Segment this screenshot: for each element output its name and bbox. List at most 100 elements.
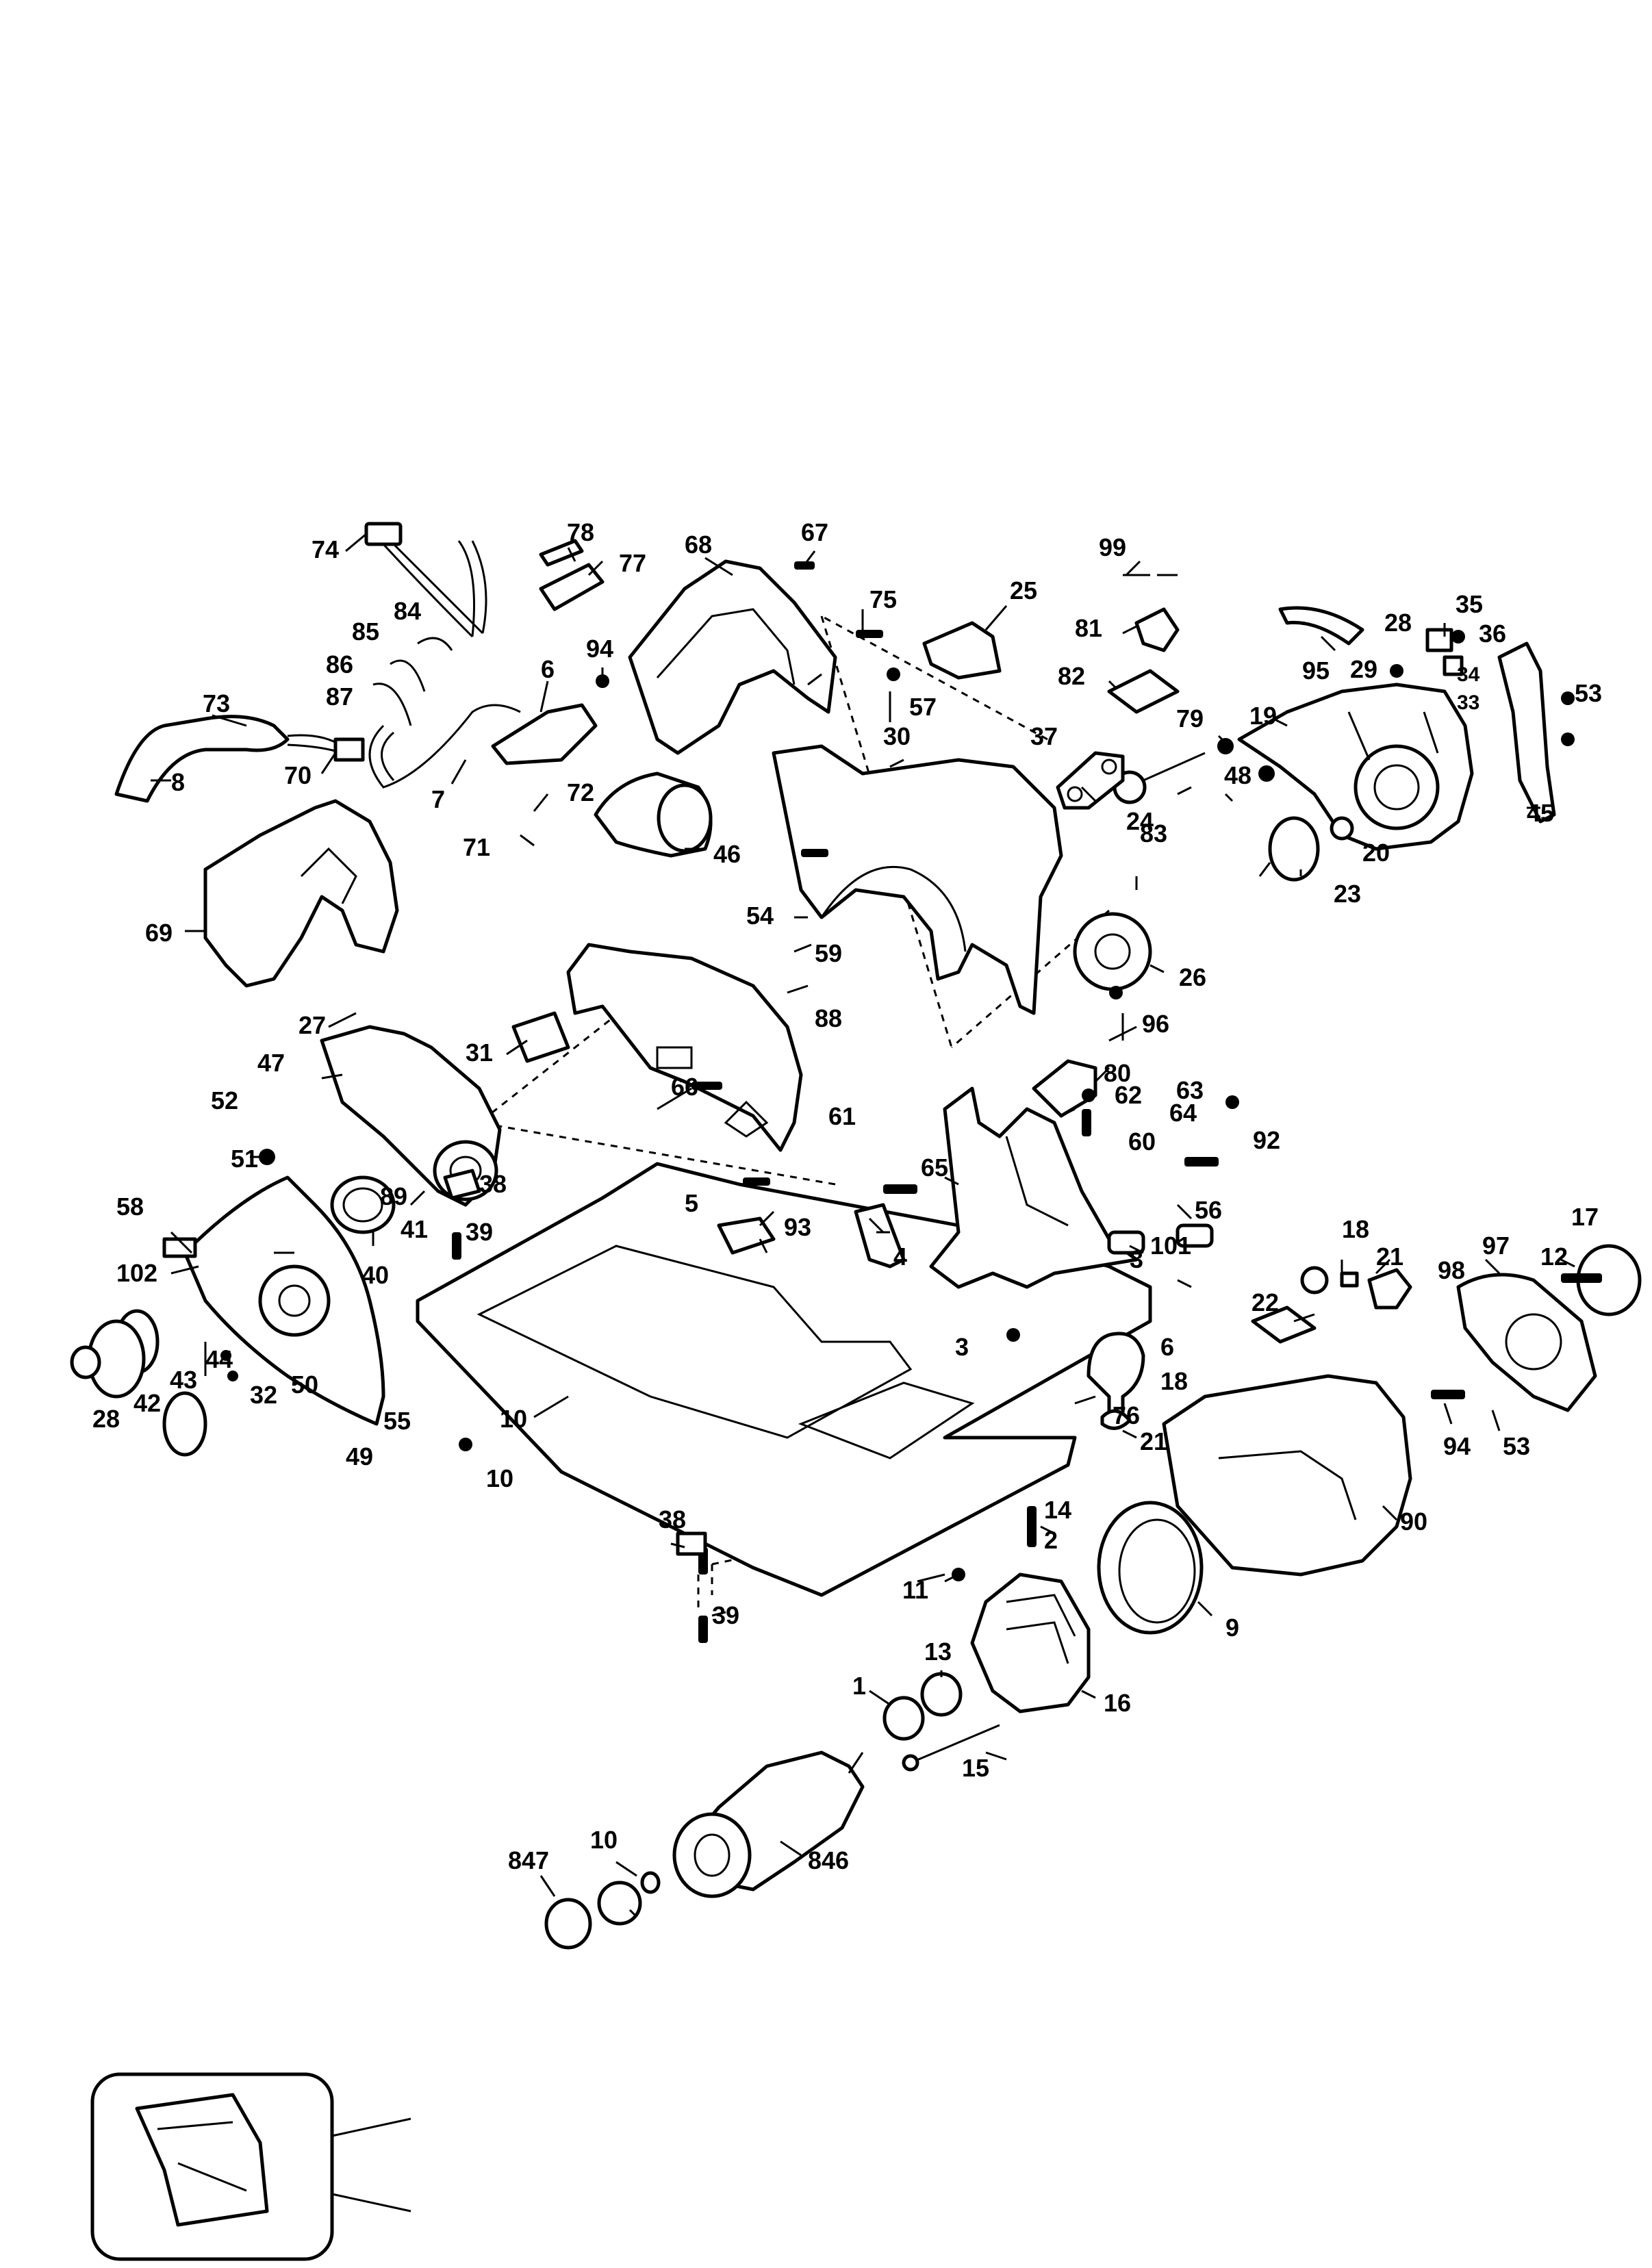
callout-67: 67 xyxy=(801,518,828,546)
callout-19: 19 xyxy=(1249,702,1277,730)
callout-97: 22 xyxy=(1251,1288,1279,1316)
handle-half-69 xyxy=(203,799,399,988)
callout-7: 7 xyxy=(431,785,445,813)
callout-71: 71 xyxy=(463,833,490,861)
callout-18: 97 xyxy=(1482,1232,1510,1260)
depth-bracket-93 xyxy=(854,1086,1139,1289)
callout-46: 46 xyxy=(713,840,741,868)
lower-guard-32 xyxy=(183,1175,385,1426)
callout-53-b: 96 xyxy=(1142,1010,1169,1038)
spring-38 xyxy=(330,1175,396,1234)
callout-88: 27 xyxy=(298,1011,326,1039)
callout-74: 74 xyxy=(312,535,339,563)
callout-62: 63 xyxy=(1176,1076,1204,1104)
callout-28-b: 32 xyxy=(250,1381,277,1409)
callout-69: 69 xyxy=(145,919,173,947)
callout-76: 11 xyxy=(902,1576,928,1604)
callout-16: 15 xyxy=(962,1754,989,1782)
callout-33: 33 xyxy=(1457,691,1479,714)
callout-85: 85 xyxy=(352,617,379,646)
callout-82: 82 xyxy=(1058,662,1085,690)
callout-43: 42 xyxy=(134,1389,161,1417)
upper-guard-30 xyxy=(772,744,1063,1015)
callout-60: 101 xyxy=(1150,1232,1191,1260)
callout-66: 61 xyxy=(828,1102,856,1130)
callout-95: 95 xyxy=(1302,657,1330,685)
callout-3-b: 2 xyxy=(1044,1526,1058,1554)
callout-78: 78 xyxy=(567,518,594,546)
end-cap-18 xyxy=(1456,1273,1597,1412)
callout-47: 52 xyxy=(211,1086,238,1114)
callout-83: 83 xyxy=(1140,819,1167,848)
callout-2: 16 xyxy=(1104,1689,1131,1717)
label-95 xyxy=(1278,606,1364,646)
callout-41: 58 xyxy=(116,1193,144,1221)
callout-9: 1 xyxy=(852,1672,866,1700)
callout-81: 81 xyxy=(1075,614,1102,642)
label-97 xyxy=(1251,1305,1317,1344)
callout-86: 86 xyxy=(326,650,353,678)
callout-10-a: 76 xyxy=(1113,1401,1140,1429)
callout-102-b: 39 xyxy=(712,1601,739,1629)
callout-21: 12 xyxy=(1540,1243,1568,1271)
callout-70: 70 xyxy=(284,761,312,789)
flange-23 xyxy=(1258,816,1354,882)
armature-1 xyxy=(672,1750,865,1898)
callout-102-a: 39 xyxy=(466,1218,493,1246)
label-96 xyxy=(511,1011,570,1063)
callout-92: 4 xyxy=(893,1243,907,1271)
callout-34: 34 xyxy=(1457,663,1480,686)
brush-box-3 xyxy=(1300,1266,1412,1310)
callout-4-b: 21 xyxy=(1140,1427,1167,1455)
clamp-37 xyxy=(1056,751,1125,810)
callout-59: 59 xyxy=(815,939,842,967)
dust-port-46 xyxy=(594,772,713,858)
screw-16 xyxy=(902,1724,1000,1772)
callout-13: 10 xyxy=(590,1826,618,1854)
callout-53-c: 10 xyxy=(486,1464,513,1492)
accessory-bag-box xyxy=(90,2072,411,2261)
callout-80: 62 xyxy=(1115,1081,1142,1109)
motor-housing-19 xyxy=(1237,683,1474,851)
callout-79: 79 xyxy=(1176,704,1204,732)
switch-assembly xyxy=(333,703,598,765)
callout-11: 13 xyxy=(924,1638,952,1666)
callout-75: 75 xyxy=(869,585,897,613)
callout-96: 31 xyxy=(466,1039,493,1067)
bearing-9 xyxy=(882,1672,963,1741)
callout-5-b: 18 xyxy=(1160,1367,1188,1395)
callout-37: 37 xyxy=(1030,722,1058,750)
callout-1: 846 xyxy=(808,1846,849,1874)
callout-65: 80 xyxy=(1104,1059,1131,1087)
callout-6-b: 6 xyxy=(1160,1333,1174,1361)
callout-68: 68 xyxy=(685,531,712,559)
callout-22: 94 xyxy=(1443,1432,1471,1460)
callout-72: 72 xyxy=(567,778,594,806)
baffle-45 xyxy=(1497,641,1556,824)
handle-68 xyxy=(628,559,837,755)
brush-assembly xyxy=(1425,628,1464,676)
bracket-81 xyxy=(1123,574,1180,652)
callout-98: 17 xyxy=(1571,1203,1599,1231)
callout-17: 53 xyxy=(1503,1432,1530,1460)
callout-64: 60 xyxy=(1128,1127,1156,1156)
callout-40: 102 xyxy=(116,1259,157,1287)
callout-32: 50 xyxy=(291,1371,318,1399)
fan-baffle-14 xyxy=(1097,1501,1204,1635)
callout-56: 93 xyxy=(784,1213,811,1241)
leader-lines xyxy=(151,533,1575,1918)
callout-58-a: 38 xyxy=(479,1170,507,1198)
wire-leads xyxy=(364,522,521,789)
callout-35: 35 xyxy=(1456,590,1483,618)
callout-12: 90 xyxy=(1400,1507,1427,1536)
retainer-26 xyxy=(1073,912,1152,991)
callout-99: 99 xyxy=(1099,533,1126,561)
callout-94-b: 3 xyxy=(955,1333,969,1361)
callout-labels: 74 78 77 68 67 75 25 99 81 84 85 94 86 8… xyxy=(92,518,1602,1874)
callout-45: 45 xyxy=(1527,799,1554,827)
callout-6: 6 xyxy=(541,655,555,683)
callout-5-a: 18 xyxy=(1342,1215,1369,1243)
callout-58-b: 38 xyxy=(659,1505,686,1533)
callout-49: 55 xyxy=(383,1407,411,1435)
